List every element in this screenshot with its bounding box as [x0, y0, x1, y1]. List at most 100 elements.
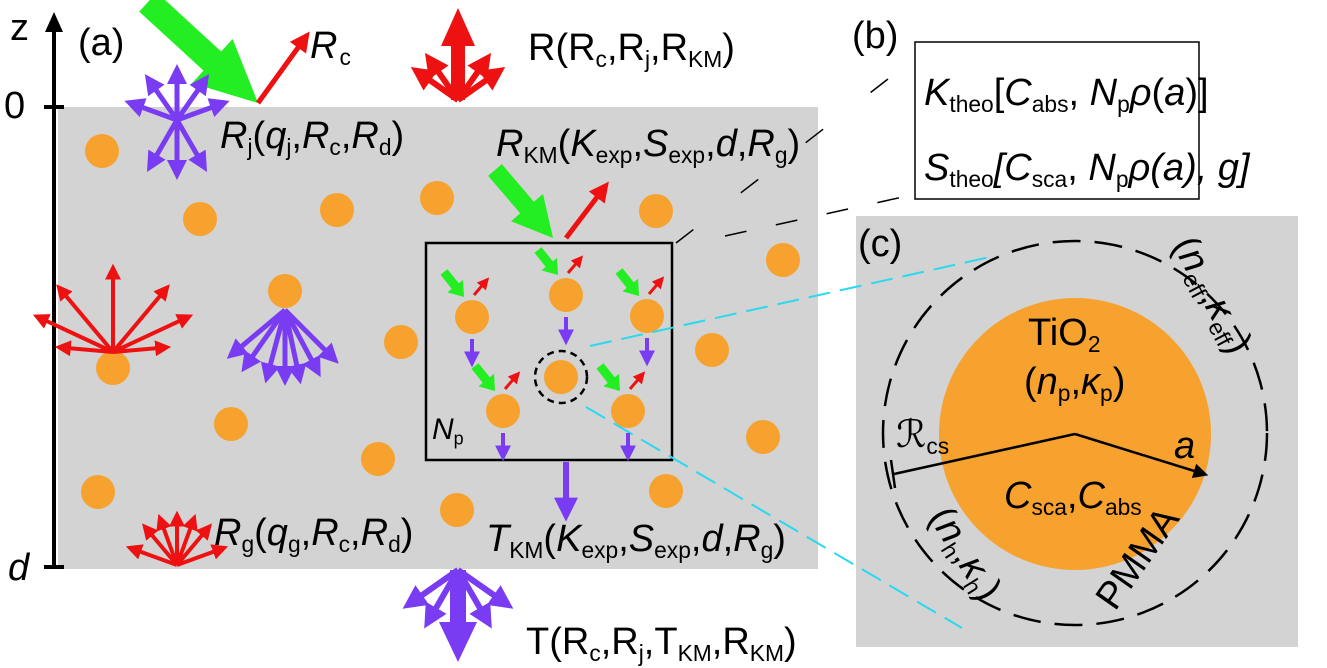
R-total-fan-arrow — [424, 52, 461, 102]
Rg-fan-arrow — [176, 544, 229, 567]
label-RKM: RKM(Kexp,Sexp,d,Rg) — [496, 123, 800, 168]
formula-part: R — [361, 512, 388, 554]
formula-part: ( — [253, 115, 266, 157]
formula-part: c — [339, 44, 350, 70]
scatter-purple-fan-arrow — [241, 308, 288, 373]
label-T-total: T(Rc,Rj,TKM,RKM) — [526, 621, 797, 666]
incident-arrow — [139, 0, 258, 103]
formula-part: )] — [1185, 72, 1208, 114]
formula-part: theo — [949, 166, 993, 192]
formula-part: C — [1078, 475, 1106, 517]
T-total-fan-arrow — [402, 567, 460, 609]
particle — [361, 442, 395, 476]
Rg-fan-arrow — [175, 513, 198, 566]
formula-part: S — [629, 518, 654, 560]
formula-part: C — [1004, 475, 1032, 517]
particle — [639, 194, 673, 228]
formula-part: sca — [1032, 166, 1068, 192]
formula-part: TiO — [1028, 312, 1088, 354]
formula-part: c — [339, 531, 350, 557]
formula-part: R — [302, 115, 329, 157]
formula-part: ρ — [1129, 72, 1152, 114]
panel-label-c: (c) — [858, 223, 902, 265]
formula-part: K — [570, 123, 597, 165]
formula-part: , — [737, 123, 748, 165]
formula-part: , — [341, 115, 352, 157]
label-Rcs: ℛcs — [896, 414, 949, 459]
scatter-red-fan-arrow — [112, 340, 172, 357]
formula-part: , — [291, 115, 302, 157]
formula-part: p — [1117, 91, 1130, 117]
Rg-fan-arrow — [125, 544, 178, 567]
particle — [268, 274, 302, 308]
panel-b-box — [914, 41, 1200, 200]
formula-part: ,R — [712, 621, 750, 663]
formula-part: K — [924, 72, 951, 114]
scatter-red-fan-arrow — [32, 314, 114, 354]
particle — [630, 299, 664, 333]
T-total-fan-arrow — [456, 567, 514, 609]
scatter-purple-fan-arrow — [282, 308, 321, 378]
formula-part: exp — [654, 537, 691, 563]
formula-part: j — [285, 134, 291, 160]
formula-part: a — [1174, 425, 1195, 467]
particle — [549, 278, 583, 312]
core-shell-marker — [533, 349, 589, 405]
z-axis-arrowhead — [45, 12, 63, 32]
zoom-line-black-a — [675, 61, 911, 244]
formula-part: R — [496, 123, 523, 165]
formula-part: KM — [678, 640, 712, 666]
formula-part: ( — [1150, 147, 1166, 189]
Rj-fan-arrow — [147, 118, 180, 172]
Rj-fan-arrow — [174, 118, 207, 172]
formula-part: p — [1100, 380, 1113, 406]
radius-rcs-arrow — [893, 432, 1076, 476]
formula-part: N — [1088, 147, 1116, 189]
formula-part: , — [350, 512, 361, 554]
inset-reflection-arrow — [647, 276, 665, 295]
particles — [81, 134, 800, 527]
formula-part: R — [220, 115, 247, 157]
particle — [766, 243, 800, 277]
Rj-fan-arrow — [176, 98, 230, 123]
formula-part: ,R — [601, 621, 639, 663]
zoom-line-black-b — [724, 194, 913, 237]
formula-part: a — [1163, 147, 1184, 189]
label-Np: Np — [432, 413, 464, 448]
label-Stheo: Stheo[Csca, Npρ(a), g] — [924, 147, 1251, 192]
RKM-reflection-arrow — [564, 181, 609, 240]
formula-part: K — [556, 518, 583, 560]
formula-part: d — [701, 518, 724, 560]
formula-part: exp — [668, 142, 705, 168]
label-TKM: TKM(Kexp,Sexp,d,Rg) — [486, 518, 786, 563]
formula-part: g — [761, 537, 774, 563]
Rj-fan-arrow — [174, 74, 210, 122]
formula-part: n — [1037, 361, 1058, 403]
particle — [455, 300, 489, 334]
formula-part: ℛ — [896, 414, 926, 456]
label-Ktheo: Ktheo[Cabs, Npρ(a)] — [924, 72, 1209, 117]
scatter-red-fan-arrow — [111, 284, 170, 354]
formula-part: cs — [926, 433, 949, 459]
formula-part: p — [454, 428, 464, 448]
formula-part: R — [351, 115, 378, 157]
formula-part: ) — [722, 27, 735, 69]
formula-part: q — [265, 115, 286, 157]
formula-part: c — [329, 134, 340, 160]
inset-incident-arrow — [471, 363, 495, 391]
axis-zero-label: 0 — [4, 85, 25, 127]
scatter-red-fan-arrow — [112, 314, 194, 354]
formula-part: ( — [558, 123, 571, 165]
inset-incident-arrow — [615, 268, 639, 296]
Rg-fan-arrow — [175, 523, 212, 567]
Rg-fan-arrow — [142, 523, 179, 567]
formula-part: R — [311, 512, 338, 554]
formula-part: exp — [581, 537, 618, 563]
formula-part: , — [705, 123, 716, 165]
formula-part: g — [288, 531, 301, 557]
formula-part: N — [1090, 72, 1118, 114]
formula-part: sca — [1031, 494, 1067, 520]
formula-part: abs — [1032, 91, 1069, 117]
formula-part: , — [691, 518, 702, 560]
